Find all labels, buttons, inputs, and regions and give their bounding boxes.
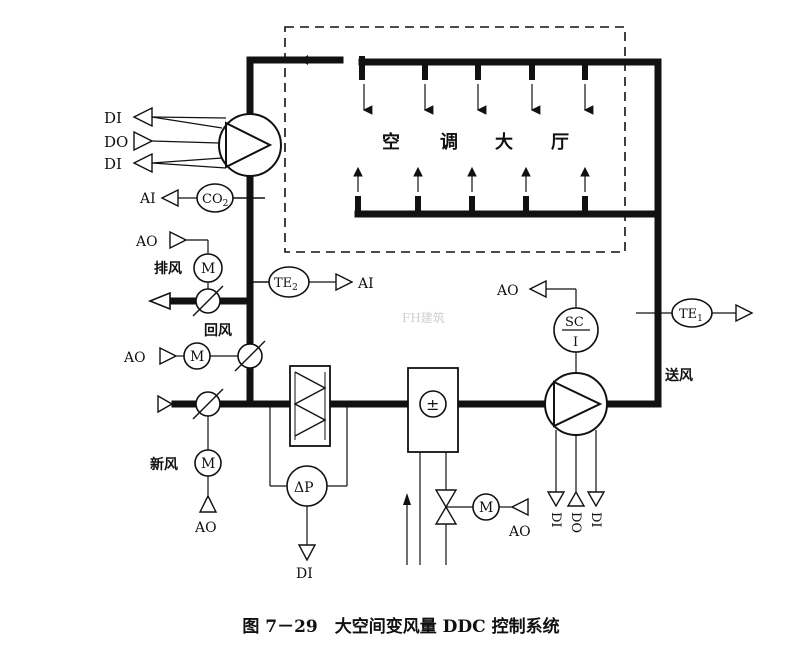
exhaust-damper-actuator: M [201,261,215,277]
hall-boundary [284,26,626,253]
co2-sensor [160,183,265,213]
supply-fan-signal-1: DI [548,512,563,528]
exhaust-air-label: 排风 [154,260,182,277]
exhaust-fan-signal-2: DO [104,133,128,151]
co2-signal-label: AI [139,191,156,207]
fresh-air-damper [157,388,224,513]
return-temp-sensor [250,266,354,298]
return-damper [159,340,266,372]
hall-title-char: 调 [440,132,458,153]
hall-title-char: 大 [495,131,513,153]
exhaust-fan-signal-1: DI [104,109,122,127]
valve-actuator: M [479,500,493,516]
control-valve [434,489,529,525]
vfd-bottom-label: I [573,335,578,350]
exhaust-fan [132,106,282,177]
co2-label: CO2 [202,192,228,209]
return-damper-actuator: M [190,349,204,365]
supply-fan-signal-3: DI [588,512,603,528]
heating-cooling-coil [403,367,459,565]
return-temp-label: TE2 [274,276,298,293]
return-damper-signal: AO [123,350,146,366]
supply-diffusers-top [359,56,594,115]
hall-title-char: 厅 [551,132,569,153]
fresh-air-actuator: M [201,456,215,472]
supply-temp-sensor [636,298,754,328]
filter-dp-signal: DI [296,566,313,582]
supply-temp-label: TE1 [679,307,703,324]
return-grilles-bottom [353,166,590,216]
supply-fan-signal-2: DO [568,512,583,533]
vfd-top-label: SC [565,315,584,330]
exhaust-fan-signal-3: DI [104,155,122,173]
figure-caption: 图 7－29 大空间变风量 DDC 控制系统 [242,617,560,637]
fresh-air-signal: AO [194,520,217,536]
watermark: FH建筑 [402,310,445,325]
exhaust-damper [147,230,224,317]
return-temp-signal: AI [357,276,374,292]
exhaust-damper-signal: AO [135,234,158,250]
filter-dp-label: ΔP [294,480,314,496]
return-air-label: 回风 [204,323,232,339]
coil-symbol: ± [426,395,439,414]
supply-fan-vfd-signal: AO [496,283,519,299]
supply-air-label: 送风 [664,367,693,384]
supply-fan [528,279,608,508]
filter [269,365,348,562]
fresh-air-label: 新风 [150,456,178,473]
hall-title-char: 空 [382,131,400,153]
return-inlet-arrow [300,55,340,65]
valve-signal: AO [508,524,531,540]
